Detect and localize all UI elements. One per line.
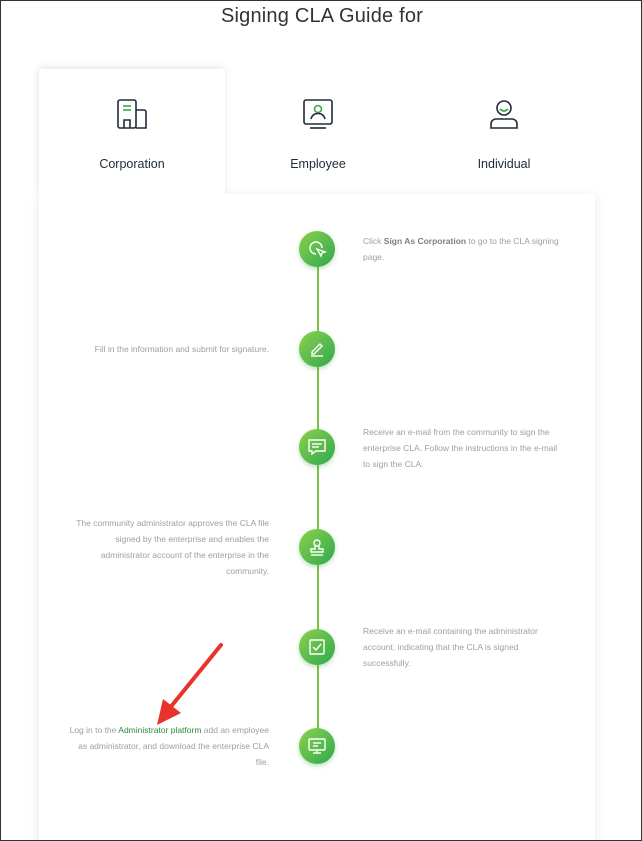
page-title: Signing CLA Guide for	[220, 5, 424, 27]
step-6-prefix: Log in to the	[69, 725, 119, 735]
step-4-text: The community administrator approves the…	[76, 518, 269, 576]
step-2-circle	[299, 331, 335, 367]
stamp-icon	[310, 539, 324, 556]
tab-corporation[interactable]: Corporation	[39, 69, 225, 194]
step-6-circle	[299, 728, 335, 764]
edit-pen-icon	[311, 343, 323, 357]
message-icon	[308, 439, 326, 456]
step-1-suffix: to go to the CLA signing page.	[363, 236, 559, 262]
tab-label: Employee	[290, 157, 346, 171]
step-1-circle	[299, 231, 335, 267]
step-2-text: Fill in the information and submit for s…	[94, 344, 269, 354]
tab-label: Corporation	[99, 157, 165, 171]
administrator-platform-link[interactable]: Administrator platform	[118, 725, 202, 735]
step-3-text: Receive an e-mail from the community to …	[363, 427, 558, 469]
step-6-text: Log in to the Administrator platform add…	[69, 722, 269, 770]
employee-badge-icon	[303, 99, 333, 129]
active-tab-join	[39, 187, 225, 199]
person-icon	[490, 100, 518, 129]
sign-as-corporation-label: Sign As Corporation	[383, 236, 467, 246]
step-1-prefix: Click	[363, 236, 384, 246]
annotation-arrow-icon	[157, 643, 223, 725]
tab-label: Individual	[477, 157, 531, 171]
cursor-click-icon	[309, 241, 327, 258]
monitor-icon	[308, 738, 326, 754]
step-5-text: Receive an e-mail containing the adminis…	[363, 626, 538, 668]
timeline-line	[317, 249, 319, 747]
step-3-circle	[299, 429, 335, 465]
step-1-text: Click Sign As Corporation to go to the C…	[363, 233, 563, 265]
step-5-circle	[299, 629, 335, 665]
tab-employee[interactable]: Employee	[225, 69, 411, 194]
check-mail-icon	[309, 639, 325, 655]
step-6-suffix: add an employee as administrator, and do…	[78, 725, 269, 767]
tab-individual[interactable]: Individual	[411, 69, 597, 194]
building-icon	[117, 99, 147, 129]
step-4-circle	[299, 529, 335, 565]
